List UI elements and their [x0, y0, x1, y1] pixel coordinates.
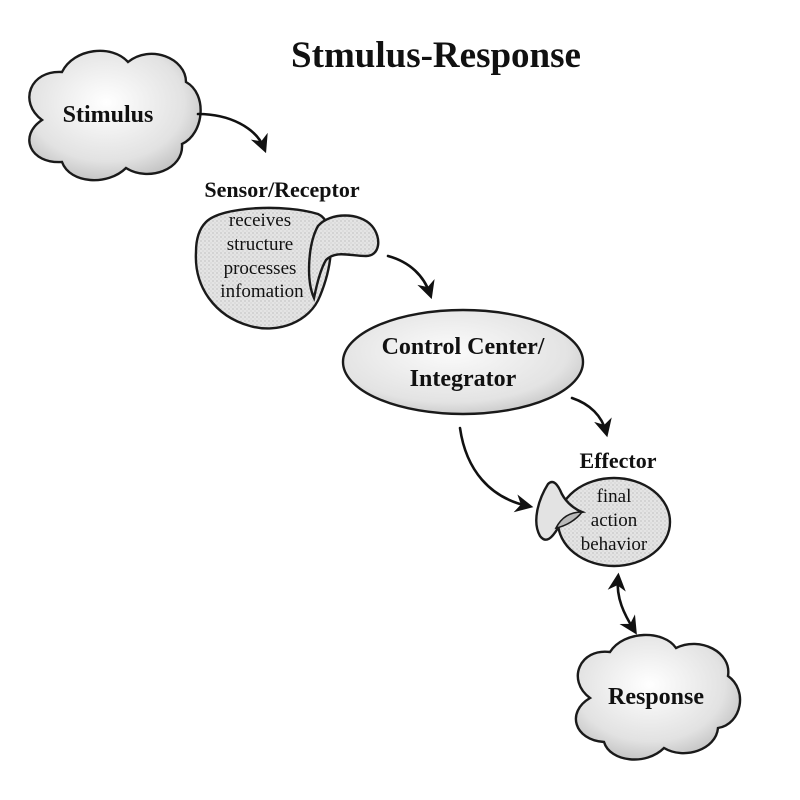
- sensor-line-2: structure: [227, 234, 293, 255]
- arrow-control-to-effector-label: [570, 396, 612, 438]
- effector-line-3: behavior: [581, 534, 648, 555]
- effector-line-1: final: [597, 486, 632, 507]
- sensor-line-3: processes: [224, 258, 297, 279]
- sensor-blob: [194, 206, 333, 330]
- diagram-title: Stmulus-Response: [291, 35, 581, 76]
- arrow-stimulus-to-sensor: [196, 112, 268, 154]
- control-center-line-1: Control Center/: [382, 334, 545, 360]
- sensor-receptor-flap: [307, 214, 380, 302]
- effector-node: Effector final action behavior: [535, 448, 672, 568]
- response-label: Response: [608, 684, 704, 710]
- effector-line-2: action: [591, 510, 638, 531]
- control-center-oval: [341, 308, 585, 416]
- control-center-line-2: Integrator: [410, 366, 517, 392]
- arrow-control-to-effector-flap: [458, 426, 534, 513]
- effector-flap-shade: [554, 511, 584, 530]
- stimulus-node: Stimulus: [28, 49, 202, 182]
- sensor-label: Sensor/Receptor: [204, 177, 359, 202]
- response-node: Response: [574, 633, 742, 761]
- control-center-node: Control Center/ Integrator: [341, 308, 585, 416]
- sensor-node: Sensor/Receptor receives structure proce…: [194, 177, 380, 330]
- stimulus-label: Stimulus: [63, 102, 154, 128]
- arrow-effector-response: [607, 572, 637, 635]
- effector-label: Effector: [580, 448, 657, 473]
- response-cloud: [574, 633, 742, 761]
- arrow-sensor-to-control: [386, 254, 435, 300]
- sensor-line-1: receives: [229, 210, 291, 231]
- sensor-line-4: infomation: [220, 281, 304, 302]
